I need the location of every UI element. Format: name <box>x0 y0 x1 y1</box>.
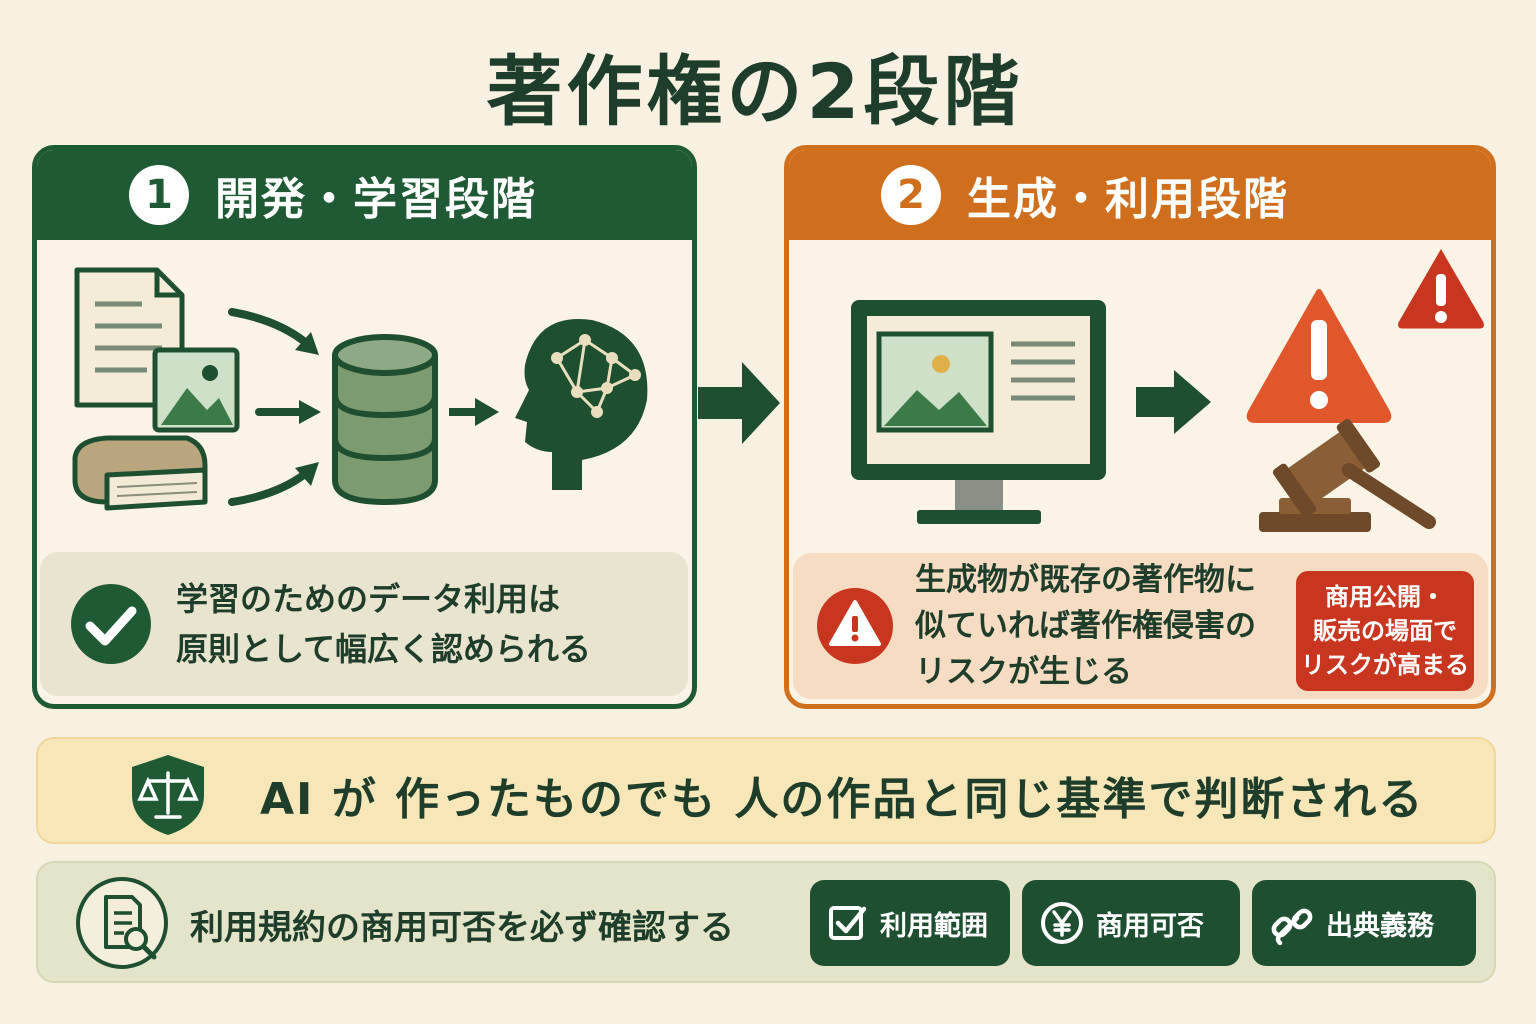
gavel-icon <box>1259 418 1436 532</box>
chip-commercial-use: 商用可否 <box>1022 880 1240 966</box>
checklist-bar: 利用規約の商用可否を必ず確認する 利用範囲 商用可否 <box>36 861 1496 983</box>
stage-transition-arrow-icon <box>698 362 780 444</box>
stage2-number: 2 <box>881 165 941 225</box>
stage2-callout-line3: リスクが生じる <box>915 654 1132 690</box>
stage1-header: 1 開発・学習段階 <box>37 150 692 240</box>
stage1-callout-line2: 原則として幅広く認められる <box>176 630 592 668</box>
stage2-heading: 生成・利用段階 <box>967 174 1289 225</box>
risk-warning-line2: 販売の場面で <box>1313 617 1457 645</box>
stage2-callout-line1: 生成物が既存の著作物に <box>915 562 1256 598</box>
link-icon <box>1271 908 1313 945</box>
warning-icon <box>1395 243 1487 332</box>
stage2-header: 2 生成・利用段階 <box>789 150 1491 240</box>
database-icon <box>332 334 438 506</box>
ai-head-icon <box>515 318 648 490</box>
checklist-text: 利用規約の商用可否を必ず確認する <box>190 908 734 948</box>
chip-attribution: 出典義務 <box>1252 880 1476 966</box>
generation-illustration <box>851 243 1487 532</box>
warning-circle-icon <box>817 588 893 664</box>
arrow-icon <box>1136 370 1211 434</box>
document-search-icon <box>76 877 168 969</box>
stage1-number: 1 <box>129 165 189 225</box>
stage1-heading: 開発・学習段階 <box>215 174 537 225</box>
input-arrows <box>228 308 309 506</box>
shield-scale-icon <box>132 755 204 835</box>
risk-warning-box: 商用公開・ 販売の場面で リスクが高まる <box>1296 571 1474 691</box>
check-circle-icon <box>71 584 151 664</box>
judgment-banner: AI が 作ったものでも 人の作品と同じ基準で判断される <box>36 737 1496 844</box>
big-warning-icon <box>1246 289 1392 423</box>
book-icon <box>72 435 208 511</box>
training-illustration <box>72 267 648 511</box>
stage1-callout: 学習のためのデータ利用は 原則として幅広く認められる <box>40 552 688 696</box>
risk-warning-line1: 商用公開・ <box>1325 583 1445 611</box>
chip-usage-scope-label: 利用範囲 <box>880 910 988 942</box>
arrow-icon <box>449 398 499 426</box>
banner-text: AI が 作ったものでも 人の作品と同じ基準で判断される <box>260 774 1425 825</box>
stage2-callout-line2: 似ていれば著作権侵害の <box>915 608 1256 644</box>
chip-commercial-use-label: 商用可否 <box>1096 910 1204 942</box>
image-icon <box>152 347 240 433</box>
risk-warning-line3: リスクが高まる <box>1301 651 1469 679</box>
chip-usage-scope: 利用範囲 <box>810 880 1010 966</box>
stage2-callout: 生成物が既存の著作物に 似ていれば著作権侵害の リスクが生じる 商用公開・ 販売… <box>793 553 1488 699</box>
monitor-icon <box>851 300 1106 524</box>
yen-icon <box>1041 902 1083 944</box>
checkbox-icon <box>829 906 867 940</box>
chip-attribution-label: 出典義務 <box>1326 910 1434 942</box>
page-title: 著作権の2段階 <box>486 47 1024 136</box>
stage1-callout-line1: 学習のためのデータ利用は <box>176 580 561 618</box>
